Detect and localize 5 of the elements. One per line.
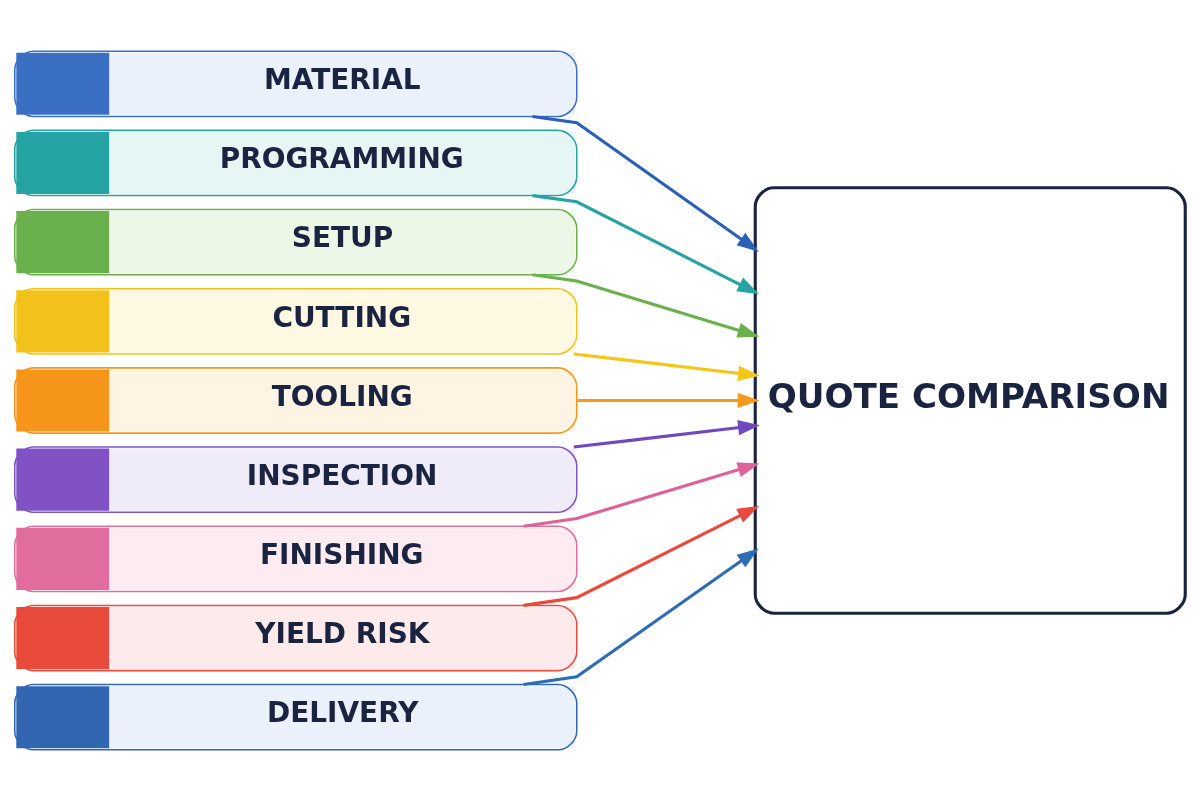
node-box: QUOTE COMPARISON (753, 185, 1187, 615)
arrow (577, 392, 760, 408)
arrow (532, 272, 760, 338)
arrow (532, 193, 760, 294)
arrow (532, 114, 759, 252)
